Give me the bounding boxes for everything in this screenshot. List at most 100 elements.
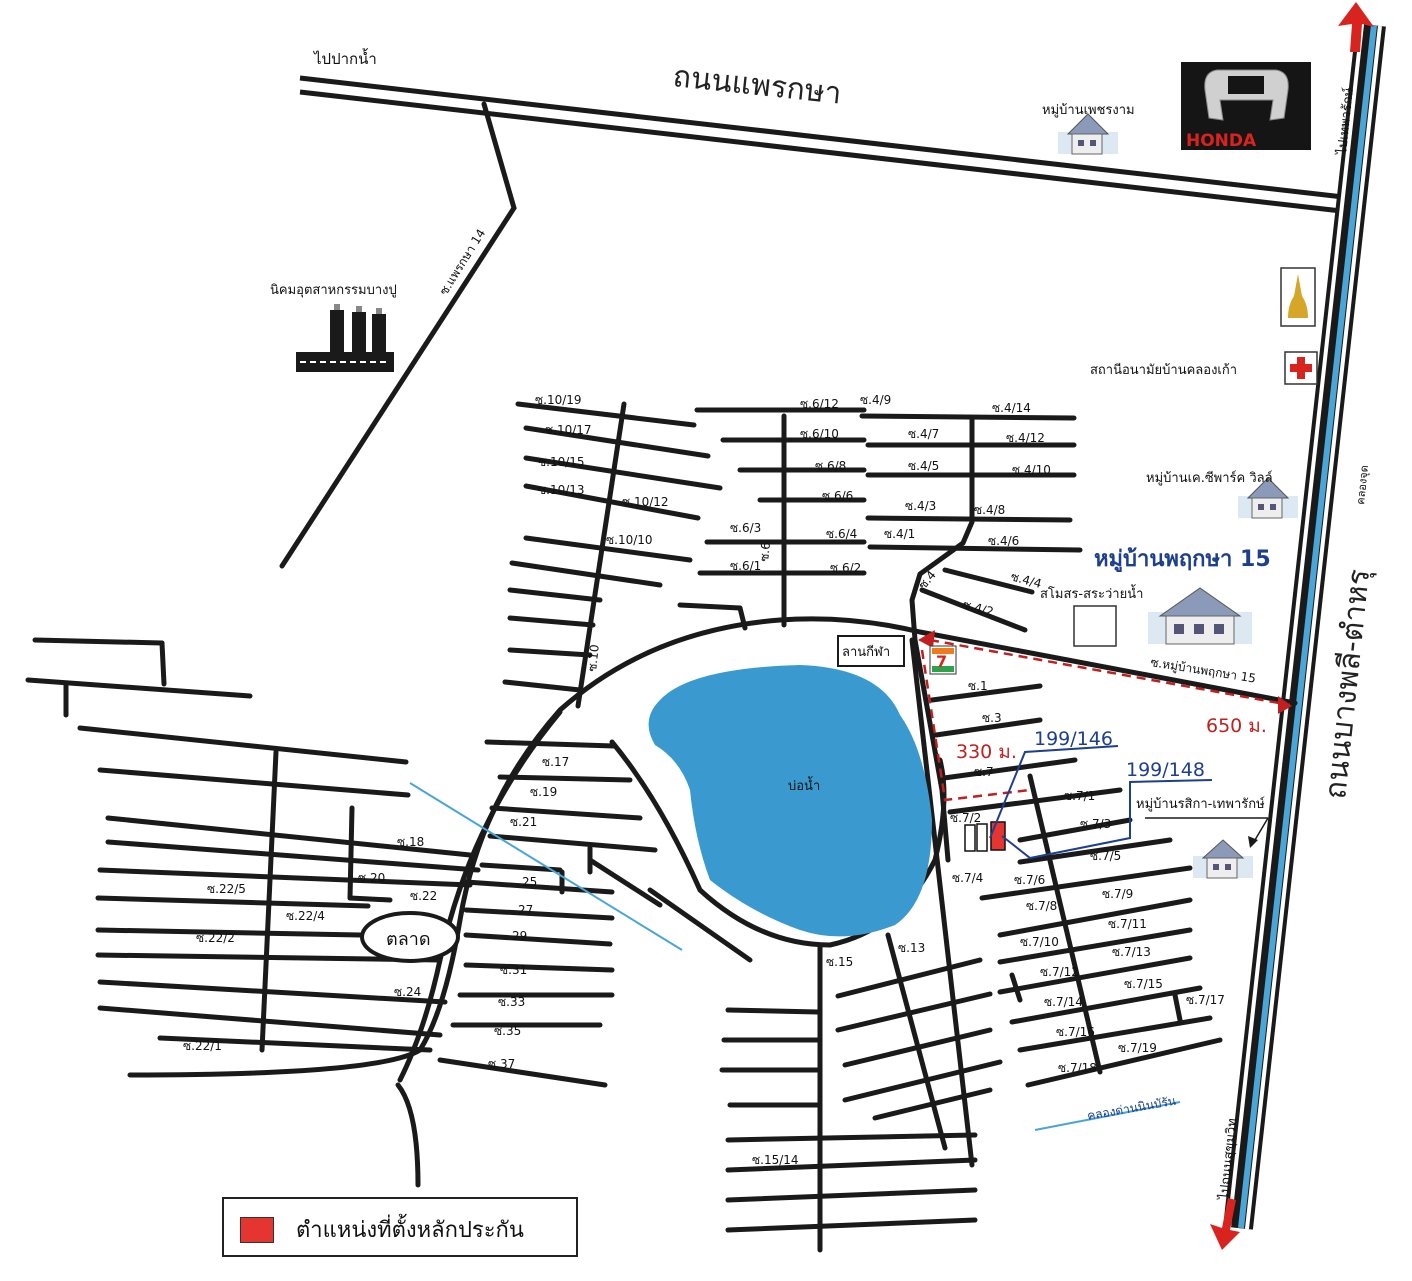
- canals: [409, 782, 1181, 1131]
- soi-label: ซ.7/2: [950, 811, 981, 825]
- to-thepharak-label: ไปเทพารักษ์: [1334, 87, 1357, 157]
- soi-label: ซ.7/15: [1124, 977, 1163, 991]
- soi-label: ซ.4/14: [992, 401, 1031, 415]
- soi-label: ซ.10/12: [622, 495, 669, 509]
- plot1-pointer: [989, 745, 1119, 839]
- svg-text:7: 7: [936, 652, 947, 671]
- soi-label: ซ.4/1: [884, 527, 915, 541]
- soi-label: ซ.6/8: [815, 459, 846, 473]
- soi-label: 29: [512, 929, 527, 943]
- to-paknam-label: ไปปากน้ำ: [313, 48, 377, 68]
- plot2-label: 199/148: [1126, 759, 1205, 781]
- soi-label: ซ.7/13: [1112, 945, 1151, 959]
- soi-label: ซ.20: [358, 871, 385, 885]
- bangphli-road: [1223, 23, 1386, 1230]
- soi-label: ซ.15/14: [752, 1153, 799, 1167]
- soi-label: ซ.13: [898, 941, 925, 955]
- collateral-plots: [964, 821, 1006, 852]
- soi-label: ซ.31: [500, 963, 527, 977]
- soi-label: ซ.7/10: [1020, 935, 1059, 949]
- soi-label: ซ.19: [530, 785, 557, 799]
- clubhouse-box: [1073, 605, 1117, 647]
- house-icon-phetngam: [1058, 113, 1118, 155]
- soi-label: ซ.4/2: [961, 597, 995, 619]
- temple-icon: [1280, 267, 1316, 327]
- clubhouse-label: สโมสร-สระว่ายน้ำ: [1040, 584, 1143, 602]
- sports-box: [837, 635, 905, 667]
- honda-text: HONDA: [1186, 131, 1257, 151]
- soi-label: ซ.10/15: [538, 455, 585, 469]
- legend: ตำแหน่งที่ตั้งหลักประกัน: [222, 1197, 578, 1257]
- dist2-label: 650 ม.: [1206, 715, 1267, 737]
- soi-label: ซ.7/12: [1040, 965, 1079, 979]
- soi-label: ซ.7/4: [952, 871, 983, 885]
- soi-label: ซ.6: [757, 541, 773, 562]
- honda-logo: HONDA: [1181, 62, 1311, 151]
- soi-label: ซ.10/17: [545, 423, 592, 437]
- soi-label: ซ.7/16: [1056, 1025, 1095, 1039]
- soi-label: ซ.15: [826, 955, 853, 969]
- industrial-label: นิคมอุตสาหกรรมบางปู: [270, 283, 397, 298]
- soi-label: ซ.4/12: [1006, 431, 1045, 445]
- soi-label: ซ.7/17: [1186, 993, 1225, 1007]
- sports-label: ลานกีฬา: [842, 644, 890, 660]
- soi-label: ซ.6/2: [830, 561, 861, 575]
- soi-label: ซ.3: [982, 711, 1002, 725]
- health-center-icon: [1284, 351, 1318, 385]
- distance-arrow-icon: [918, 630, 935, 648]
- soi-label: ซ.7/11: [1108, 917, 1147, 931]
- soi-label: ซ.4: [916, 568, 939, 592]
- pond-label: บ่อน้ำ: [788, 776, 820, 794]
- soi-pruksa15-label: ซ.หมู่บ้านพฤกษา 15: [1149, 655, 1257, 686]
- road-phraeksa-label: ถนนแพรกษา: [671, 59, 843, 111]
- soi-label: ซ.24: [394, 985, 421, 999]
- soi-label: ซ.10/13: [538, 483, 585, 497]
- health-center-label: สถานีอนามัยบ้านคลองเก้า: [1090, 362, 1237, 378]
- soi-label: ซ.4/5: [908, 459, 939, 473]
- phetngam-label: หมู่บ้านเพชรงาม: [1042, 103, 1135, 118]
- soi-label: ซ.7/18: [1058, 1061, 1097, 1075]
- soi-label: ซ.6/1: [730, 559, 761, 573]
- dist1-label: 330 ม.: [956, 741, 1017, 763]
- soi-label: ซ.37: [488, 1057, 515, 1071]
- market-label: ตลาด: [386, 929, 431, 950]
- soi-label: ซ.33: [498, 995, 525, 1009]
- soi-label: ซ.22/5: [207, 882, 246, 896]
- soi-label: ซ.4/7: [908, 427, 939, 441]
- soi-label: ซ.6/6: [822, 489, 853, 503]
- soi-label: ซ.4/6: [988, 534, 1019, 548]
- soi-label: ซ.6/10: [800, 427, 839, 441]
- khlong-chut-label: คลองจุด: [1354, 465, 1371, 506]
- soi-label: ซ.22/1: [183, 1039, 222, 1053]
- soi-label: ซ.1: [968, 679, 988, 693]
- soi-labels: ซ.10/19 ซ.10/17 ซ.10/15 ซ.10/13 ซ.10/12 ซ.10/…: [183, 393, 1225, 1167]
- factory-icon: [296, 304, 394, 372]
- legend-label: ตำแหน่งที่ตั้งหลักประกัน: [296, 1218, 524, 1243]
- ratsika-label: หมู่บ้านรสิกา-เทพารักษ์: [1136, 796, 1265, 812]
- house-icon-kpark: [1238, 477, 1298, 519]
- plot2-pointer: [1001, 779, 1213, 860]
- khlong-dan-label: คลองด่านนินบัรัน: [1086, 1094, 1177, 1123]
- road-network: [25, 101, 1298, 1253]
- soi-label: ซ.7/9: [1102, 887, 1133, 901]
- soi-label: ซ.22/2: [196, 931, 235, 945]
- house-icon-ratsika: [1193, 839, 1253, 879]
- soi-label: ซ.7/14: [1044, 995, 1083, 1009]
- soi-label: ซ.6/3: [730, 521, 761, 535]
- soi-label: ซ.10/10: [606, 533, 653, 547]
- distance-arrow-end-icon: [1278, 696, 1292, 714]
- road-bangphli-label: ถนนบางพลี-ตำหรุ: [1318, 568, 1378, 801]
- soi-label: ซ.7/6: [1014, 873, 1045, 887]
- soi-label: ซ.7/8: [1026, 899, 1057, 913]
- soi-label: ซ.10/19: [535, 393, 582, 407]
- phraeksa-road: [299, 75, 1353, 215]
- legend-swatch: [240, 1217, 274, 1243]
- soi-label: ซ.35: [494, 1024, 521, 1038]
- soi-label: ซ.4/10: [1012, 463, 1051, 477]
- soi-label: ซ.7/19: [1118, 1041, 1157, 1055]
- seven-eleven-icon: 7: [929, 645, 957, 675]
- soi-label: ซ.7/5: [1090, 849, 1121, 863]
- pruksa15-label: หมู่บ้านพฤกษา 15: [1094, 547, 1271, 573]
- soi-label: ซ.7/3: [1080, 817, 1111, 831]
